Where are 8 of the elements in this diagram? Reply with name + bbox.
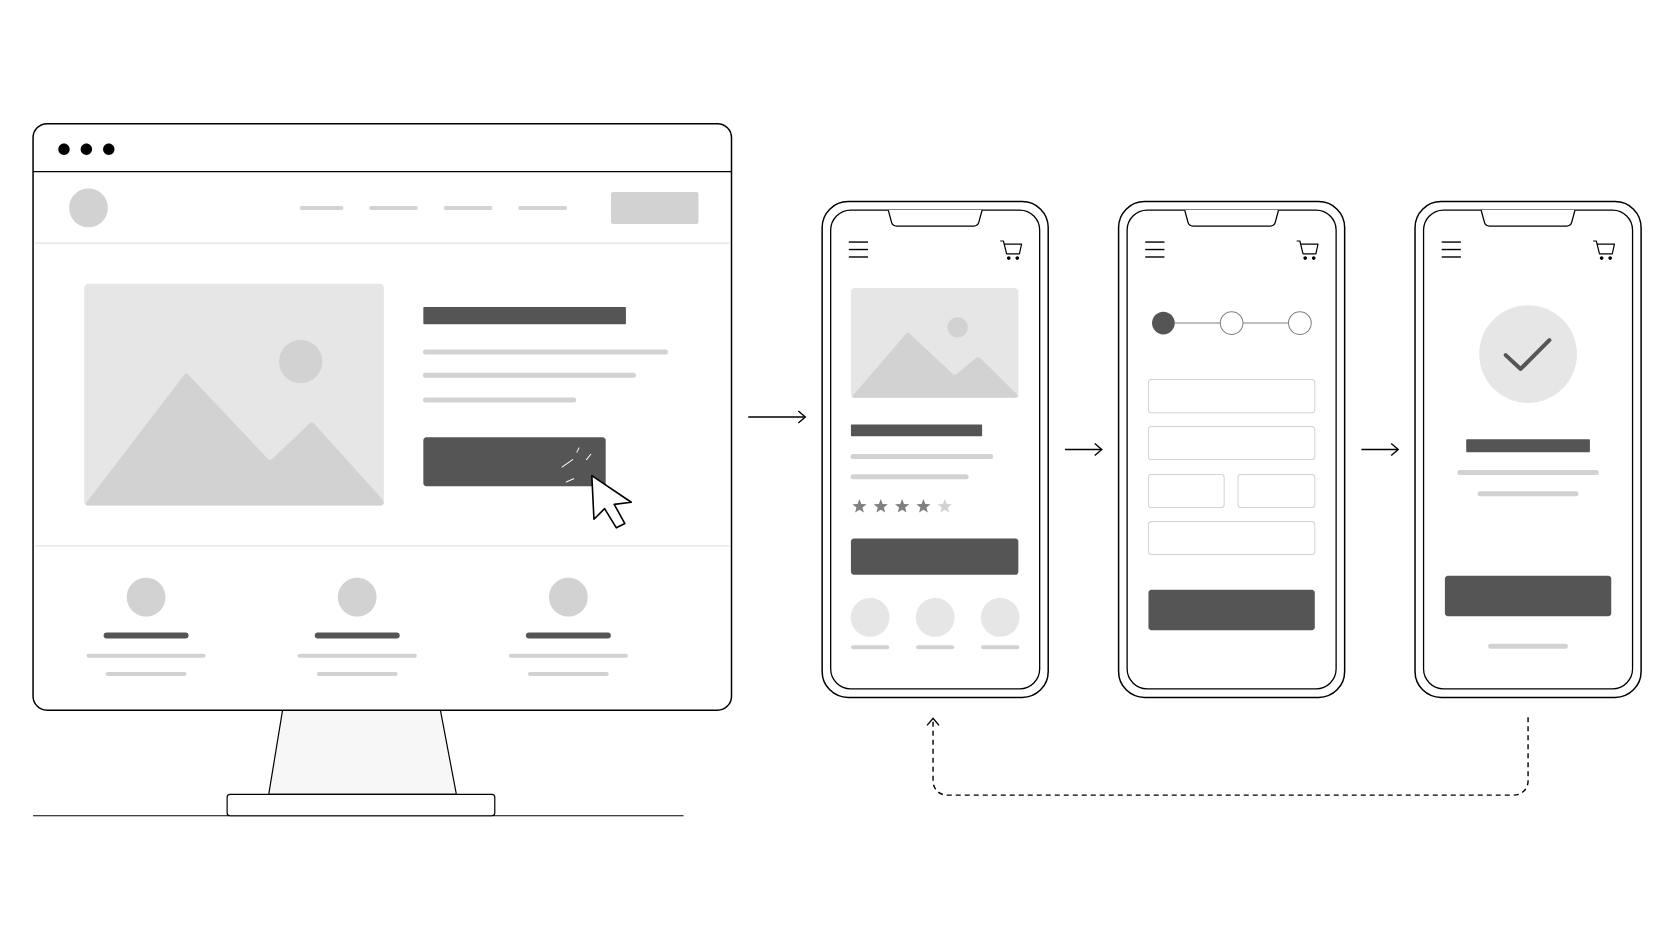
phone-drawing — [821, 200, 1049, 699]
phone-drawing — [1117, 200, 1346, 699]
arrow — [926, 716, 1529, 796]
monitor-drawing — [32, 122, 733, 817]
arrow — [747, 410, 807, 424]
phone-drawing — [1414, 200, 1642, 699]
arrow — [1064, 442, 1103, 457]
arrow — [1360, 442, 1400, 457]
